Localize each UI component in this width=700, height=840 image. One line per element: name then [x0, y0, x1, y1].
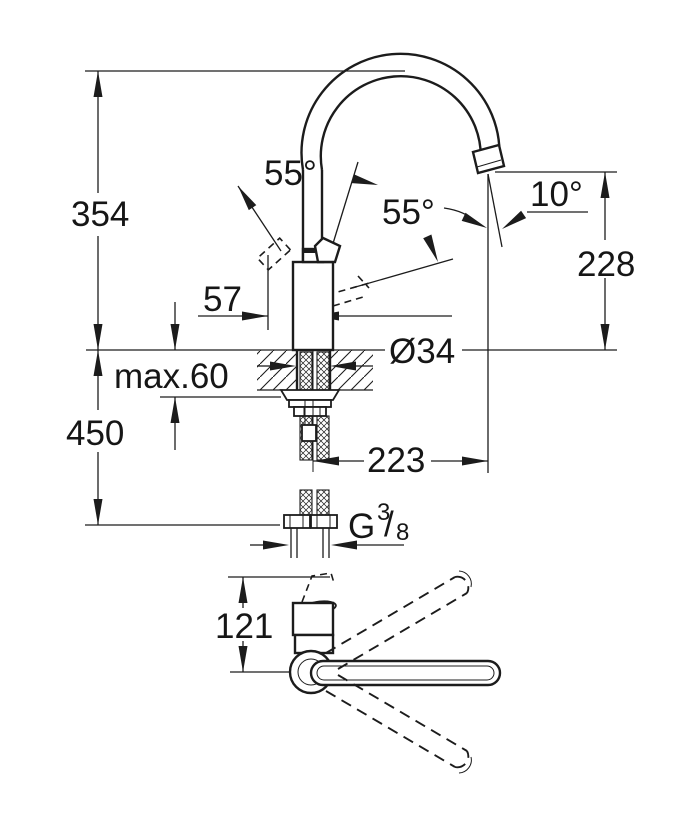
thread-slash: / [384, 505, 394, 544]
dim-outlet-angle: 10° [530, 175, 583, 214]
hose-connector [283, 514, 311, 529]
thread-denominator: 8 [396, 519, 409, 546]
threaded-rod-end [301, 424, 317, 442]
plan-lever-dashed [301, 572, 335, 603]
dim-overall-height: 354 [71, 195, 129, 234]
mounting-nut [293, 406, 327, 417]
plan-spout-arm [309, 659, 502, 687]
spout-inner-arc [319, 74, 482, 171]
plan-faucet [288, 570, 502, 774]
dim-spout-reach: 223 [367, 441, 425, 480]
dim-lever-angle-right: 55° [382, 193, 435, 232]
hose-connector [310, 514, 338, 529]
front-view: 354 450 max.60 57 55° 55° 10° 228 Ø34 22… [66, 52, 635, 558]
spout-outlet [471, 143, 506, 175]
mounting-flange [279, 389, 341, 401]
top-view: 121 [215, 570, 502, 774]
dim-outlet-height: 228 [577, 245, 635, 284]
dim-body-depth: 121 [215, 607, 273, 646]
dimension-lines [85, 70, 617, 546]
plan-body-upper [291, 601, 335, 637]
hose-braid [316, 489, 330, 516]
dim-lever-angle-left: 55° [264, 154, 317, 193]
hose-braid [316, 415, 330, 461]
spout-outer-arc [300, 52, 501, 171]
dim-thread-size: G 3 / 8 [348, 499, 409, 546]
countertop-section [257, 350, 373, 391]
hose-braid [299, 351, 313, 391]
thread-numerator: 3 [377, 499, 390, 526]
dim-max-counter-thickness: max.60 [114, 357, 229, 396]
plan-swivel-range-dashed [325, 570, 472, 774]
mounting-collar [288, 399, 332, 408]
faucet-body [291, 260, 335, 352]
dim-below-counter: 450 [66, 414, 124, 453]
lever-handle [313, 236, 342, 264]
dim-lever-projection: 57 [203, 280, 242, 319]
dim-hole-diameter: Ø34 [389, 332, 455, 371]
dimension-lines-top [228, 576, 330, 673]
faucet-outline [279, 52, 506, 558]
dimension-arrows [93, 71, 610, 550]
dashed-lever-position [256, 236, 374, 307]
hose-braid [316, 351, 330, 391]
thread-prefix: G [348, 507, 375, 546]
hose-braid [299, 489, 313, 516]
